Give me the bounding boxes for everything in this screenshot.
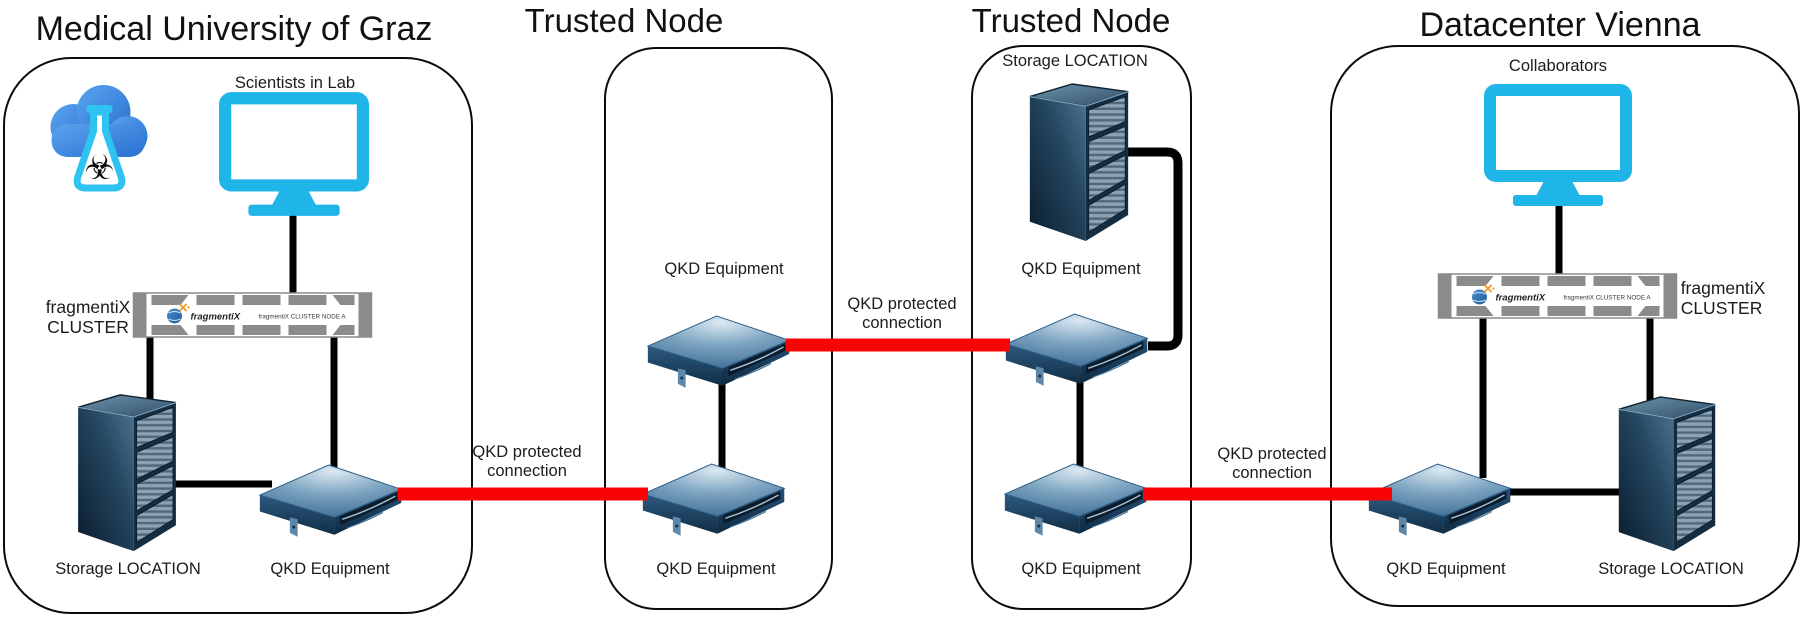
node2-title: Trusted Node [971, 2, 1171, 39]
link-label-graz-node1: QKD protected connection [472, 443, 582, 480]
monitor-icon-graz [218, 92, 370, 216]
vienna-storage-label: Storage LOCATION [1598, 560, 1744, 578]
node1-qkd-top-label: QKD Equipment [664, 260, 784, 278]
link-label-node1-node2: QKD protected connection [847, 295, 957, 332]
storage-server-icon-graz [74, 392, 180, 555]
graz-storage-label: Storage LOCATION [55, 560, 201, 578]
cloud-lab-icon [37, 79, 163, 207]
node2-storage-label: Storage LOCATION [1002, 52, 1148, 70]
scientists-label: Scientists in Lab [234, 74, 356, 92]
graz-qkd-label: QKD Equipment [270, 560, 390, 578]
qkd-appliance-icon-node2-bottom [1000, 456, 1155, 536]
trusted-node-2-box [971, 45, 1192, 610]
node2-qkd-bottom-label: QKD Equipment [1021, 560, 1141, 578]
graz-cluster-label: fragmentiX CLUSTER [45, 297, 131, 337]
qkd-appliance-icon-node1-bottom [638, 456, 793, 536]
fragmentix-cluster-icon-vienna [1437, 273, 1678, 319]
qkd-appliance-icon-vienna [1364, 456, 1519, 536]
node1-qkd-bottom-label: QKD Equipment [656, 560, 776, 578]
link-label-node2-vienna: QKD protected connection [1217, 445, 1327, 482]
node2-qkd-top-label: QKD Equipment [1021, 260, 1141, 278]
collaborators-label: Collaborators [1508, 57, 1608, 75]
qkd-appliance-icon-node1-top [643, 308, 798, 388]
qkd-appliance-icon-node2-top [1001, 306, 1156, 386]
fragmentix-cluster-icon-graz [132, 292, 373, 338]
graz-zone-box [3, 57, 473, 614]
trusted-node-1-box [604, 47, 833, 610]
vienna-cluster-label: fragmentiX CLUSTER [1680, 278, 1766, 318]
vienna-qkd-label: QKD Equipment [1386, 560, 1506, 578]
vienna-title: Datacenter Vienna [1419, 6, 1701, 44]
qkd-appliance-icon-graz [255, 457, 410, 537]
vienna-zone-box [1330, 45, 1800, 607]
node1-title: Trusted Node [524, 2, 724, 39]
storage-server-icon-node2 [1026, 74, 1132, 252]
monitor-icon-vienna [1483, 83, 1633, 207]
graz-title: Medical University of Graz [35, 10, 433, 48]
storage-server-icon-vienna [1615, 394, 1719, 555]
